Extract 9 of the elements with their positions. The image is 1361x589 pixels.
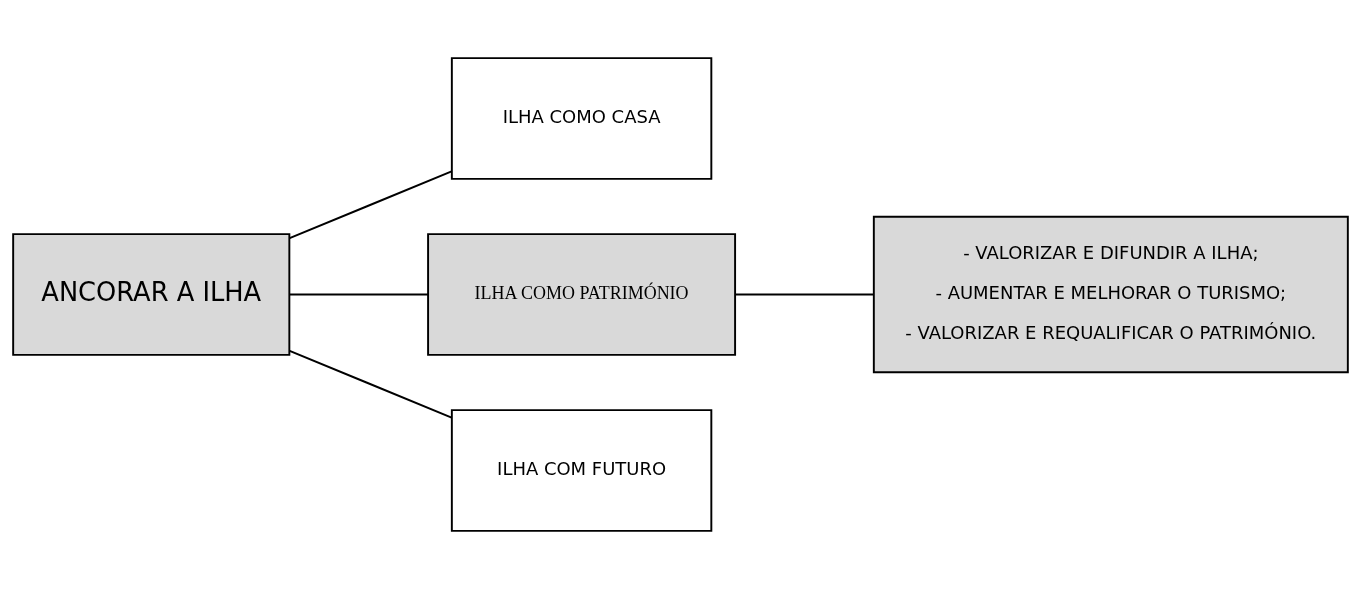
node-box: ILHA COMO CASA — [450, 57, 713, 180]
node-box: ANCORAR A ILHA — [12, 233, 291, 356]
connector — [288, 170, 453, 240]
connector — [288, 349, 453, 419]
node-box: ILHA COM FUTURO — [450, 409, 713, 532]
connector — [288, 293, 429, 296]
node-box: - VALORIZAR E DIFUNDIR A ILHA; - AUMENTAR E MELHORAR O TURISMO; - VALORIZAR E REQUALIFICAR O PATRIMÓNIO. — [872, 215, 1349, 374]
connector — [734, 293, 875, 296]
node-box: ILHA COMO PATRIMÓNIO — [427, 233, 737, 356]
